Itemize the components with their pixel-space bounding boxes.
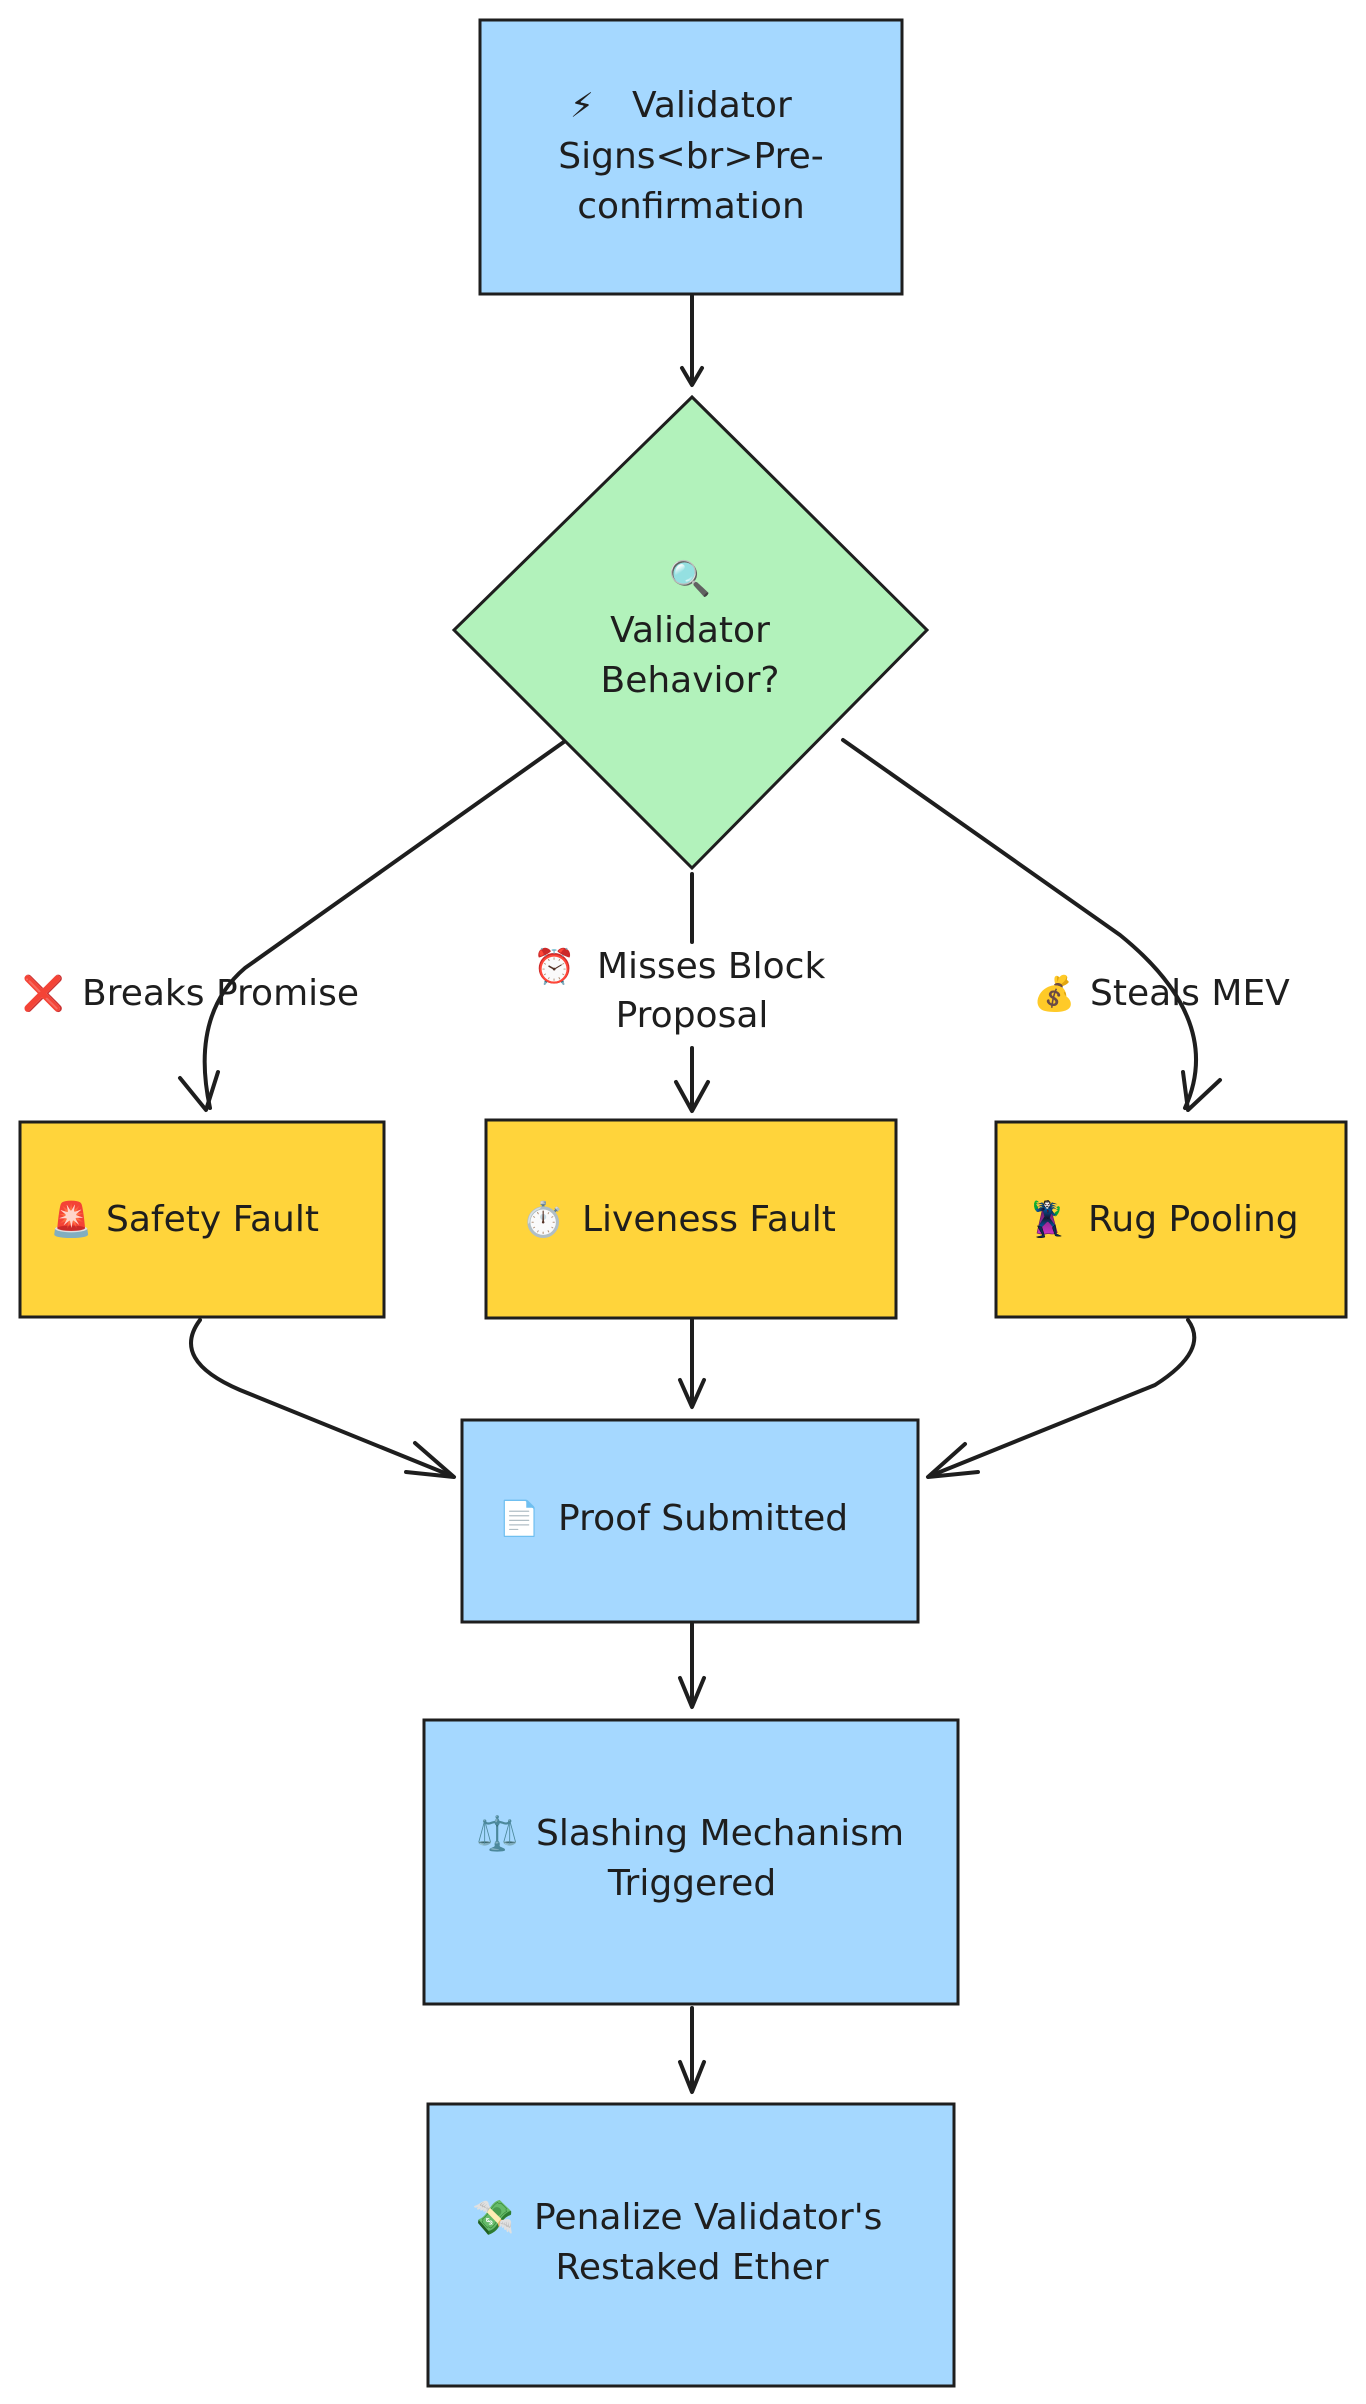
decision-diamond <box>451 394 930 871</box>
node-text: Signs<br>Pre- <box>558 136 823 177</box>
node-text: Liveness Fault <box>582 1199 836 1240</box>
node-validator-behavior: 🔍 Validator Behavior? <box>451 394 930 871</box>
edge-label-text: Misses Block <box>597 946 825 987</box>
node-box <box>460 1418 920 1624</box>
node-text: Validator <box>632 85 792 126</box>
villain-icon: 🦹 <box>1026 1199 1068 1240</box>
edge-decision-to-rug <box>841 738 1199 1110</box>
node-text: Rug Pooling <box>1088 1199 1299 1240</box>
node-penalize-validator: 💸 Penalize Validator's Restaked Ether <box>426 2102 956 2388</box>
document-icon: 📄 <box>498 1499 540 1539</box>
node-box <box>478 18 904 296</box>
node-validator-signs: ⚡ Validator Signs<br>Pre- confirmation <box>478 18 904 296</box>
node-box <box>18 1120 386 1319</box>
node-text: Slashing Mechanism <box>536 1813 904 1854</box>
edges <box>178 294 1222 2094</box>
node-proof-submitted: 📄 Proof Submitted <box>460 1418 920 1624</box>
node-rug-pooling: 🦹 Rug Pooling <box>994 1120 1348 1319</box>
money-bag-icon: 💰 <box>1033 974 1075 1014</box>
cross-icon: ❌ <box>22 974 64 1014</box>
node-box <box>484 1118 898 1320</box>
lightning-icon: ⚡ <box>570 86 594 126</box>
arrowhead-icon <box>926 1442 980 1479</box>
stopwatch-icon: ⏱️ <box>522 1200 564 1240</box>
node-liveness-fault: ⏱️ Liveness Fault <box>484 1118 898 1320</box>
arrowhead-icon <box>678 2060 706 2094</box>
node-text: Restaked Ether <box>555 2247 828 2288</box>
node-text: Safety Fault <box>106 1199 319 1240</box>
node-text: confirmation <box>577 186 805 227</box>
arrowhead-icon <box>178 1070 220 1112</box>
edge-label-misses-block: ⏰ Misses Block Proposal <box>533 946 825 1036</box>
arrowhead-icon <box>1181 1070 1222 1112</box>
node-slashing-mechanism: ⚖️ Slashing Mechanism Triggered <box>422 1718 960 2006</box>
arrowhead-icon <box>404 1441 456 1479</box>
edge-safety-to-proof <box>189 1318 454 1478</box>
edge-label-steals-mev: 💰 Steals MEV <box>1033 973 1290 1014</box>
arrowhead-icon <box>678 1676 706 1709</box>
money-with-wings-icon: 💸 <box>472 2198 514 2238</box>
node-box <box>422 1718 960 2006</box>
node-text: Proof Submitted <box>558 1498 848 1539</box>
node-text: Validator <box>610 610 770 651</box>
node-box <box>426 2102 956 2388</box>
scales-icon: ⚖️ <box>476 1814 518 1854</box>
magnifier-icon: 🔍 <box>669 557 711 599</box>
edge-rug-to-proof <box>928 1318 1197 1478</box>
arrowhead-icon <box>674 1080 710 1113</box>
alarm-clock-icon: ⏰ <box>533 946 575 987</box>
node-safety-fault: 🚨 Safety Fault <box>18 1120 386 1319</box>
node-text: Behavior? <box>601 660 780 701</box>
node-text: Triggered <box>607 1863 776 1904</box>
edge-label-breaks-promise: ❌ Breaks Promise <box>22 973 359 1014</box>
edge-decision-to-safety <box>202 737 570 1110</box>
arrowhead-icon <box>678 1378 706 1409</box>
arrowhead-icon <box>680 366 704 387</box>
node-text: Penalize Validator's <box>534 2197 882 2238</box>
node-box <box>994 1120 1348 1319</box>
edge-label-text: Proposal <box>616 995 769 1036</box>
edge-label-text: Breaks Promise <box>82 973 359 1014</box>
siren-icon: 🚨 <box>50 1200 92 1240</box>
edge-label-text: Steals MEV <box>1090 973 1290 1014</box>
